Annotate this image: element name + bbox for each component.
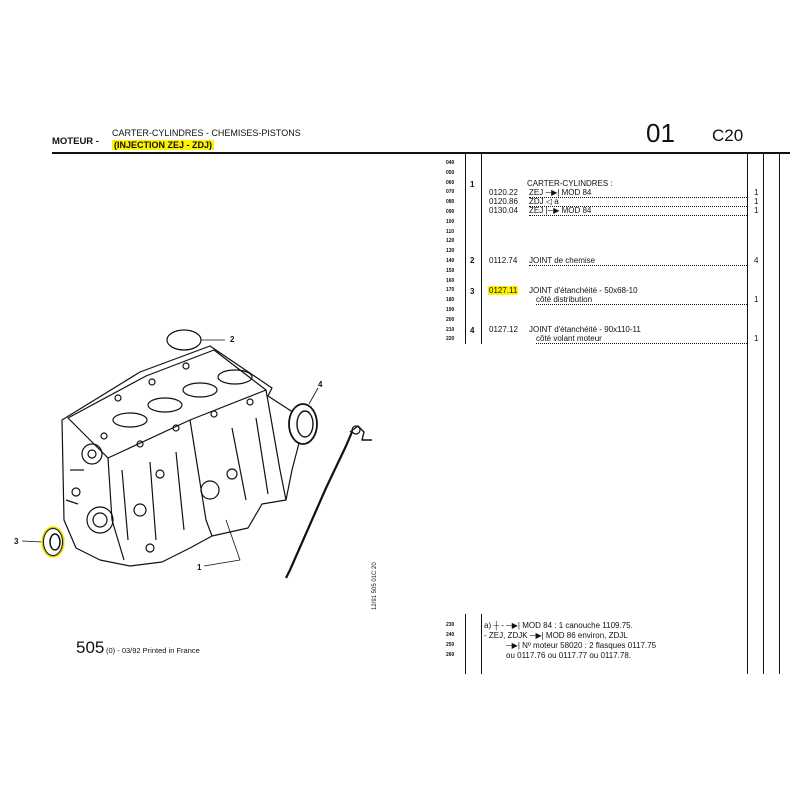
part-code-highlighted: 0127.11 [488, 286, 519, 295]
note-line: ─▶| Nº moteur 58020 : 2 flasques 0117.75 [506, 641, 657, 650]
part-row-text: ZDJ ◁ a [529, 197, 747, 207]
col-line-qty-left [747, 154, 748, 674]
line-number: 240 [446, 632, 455, 638]
line-number: 110 [446, 228, 455, 235]
group-number: 01 [646, 118, 675, 148]
leader-line-1 [203, 519, 241, 567]
col-line-code [481, 154, 482, 344]
line-number: 170 [446, 287, 455, 294]
col-line-extra [779, 154, 780, 674]
part-code: 0120.22 [489, 188, 518, 197]
line-number: 230 [446, 622, 455, 628]
line-number: 180 [446, 297, 455, 304]
part-qty: 1 [754, 197, 759, 206]
note-line: a) ┼ - ─▶| MOD 84 : 1 canouche 1109.75. [484, 621, 633, 630]
part-row-text: ZEJ ─▶| MOD 84 [529, 188, 747, 198]
line-number: 210 [446, 326, 455, 333]
engine-block-outline [61, 345, 306, 567]
line-number: 100 [446, 218, 455, 225]
col-line-notes-ref [465, 614, 466, 674]
part-row-text: CARTER-CYLINDRES : [527, 179, 613, 188]
line-number: 050 [446, 169, 455, 176]
line-number: 190 [446, 307, 455, 313]
part-qty: 1 [754, 334, 759, 343]
note-line: ou 0117.76 ou 0117.77 ou 0117.78. [506, 651, 632, 660]
ref-number-4: 4 [470, 326, 475, 335]
callout-2: 2 [230, 335, 235, 344]
cylinder-liner-seal-drawing [166, 329, 202, 351]
part-qty: 1 [754, 188, 759, 197]
line-number: 080 [446, 199, 455, 206]
note-line: - ZEJ, ZDJK ─▶| MOD 86 environ, ZDJL [484, 631, 628, 640]
part-code: 0112.74 [489, 256, 518, 265]
callout-3: 3 [14, 537, 19, 546]
part-code: 0127.12 [489, 325, 518, 334]
line-number: 220 [446, 336, 455, 343]
line-number: 250 [446, 642, 455, 648]
line-number: 260 [446, 652, 455, 658]
part-row-text: JOINT d'étanchéité - 90x110-11 [529, 325, 641, 334]
line-number: 040 [446, 160, 455, 166]
callout-4: 4 [318, 380, 323, 389]
part-row-text: ZEJ |─▶ MOD 84 [529, 206, 747, 216]
part-qty: 1 [754, 206, 759, 215]
part-row-text: JOINT d'étanchéité - 50x68-10 [529, 286, 638, 295]
line-number: 090 [446, 209, 455, 215]
section-label: MOTEUR - [52, 136, 99, 147]
ref-number-1: 1 [470, 180, 475, 189]
header-rule [52, 152, 790, 154]
ref-number-3: 3 [470, 287, 475, 296]
col-line-ref [465, 154, 466, 344]
page-title-line2: (INJECTION ZEJ - ZDJ) [112, 140, 215, 150]
col-line-qty-right [763, 154, 764, 674]
page-title-line1: CARTER-CYLINDRES - CHEMISES-PISTONS [112, 128, 301, 138]
part-row-text: JOINT de chemise [529, 256, 747, 266]
line-number: 130 [446, 248, 455, 255]
subgroup-code: C20 [712, 126, 744, 145]
part-qty: 4 [754, 256, 759, 265]
part-code: 0130.04 [489, 206, 518, 215]
line-number: 200 [446, 316, 455, 323]
line-number: 120 [446, 238, 455, 245]
part-code: 0120.86 [489, 197, 518, 206]
line-number: 070 [446, 189, 455, 196]
line-number: 160 [446, 277, 455, 284]
callout-1: 1 [197, 563, 202, 572]
part-row-text: côté volant moteur [536, 334, 747, 344]
ref-number-2: 2 [470, 256, 475, 265]
footer-model: 505 [76, 638, 105, 657]
part-row-text: côté distribution [536, 295, 747, 305]
part-qty: 1 [754, 295, 759, 304]
dipstick-tube-drawing [285, 431, 354, 579]
line-number: 060 [446, 179, 455, 186]
footer-print-info: (0) - 03/92 Printed in France [106, 646, 200, 655]
line-number: 150 [446, 267, 455, 274]
col-line-notes-code [481, 614, 482, 674]
line-number: 140 [446, 258, 455, 264]
